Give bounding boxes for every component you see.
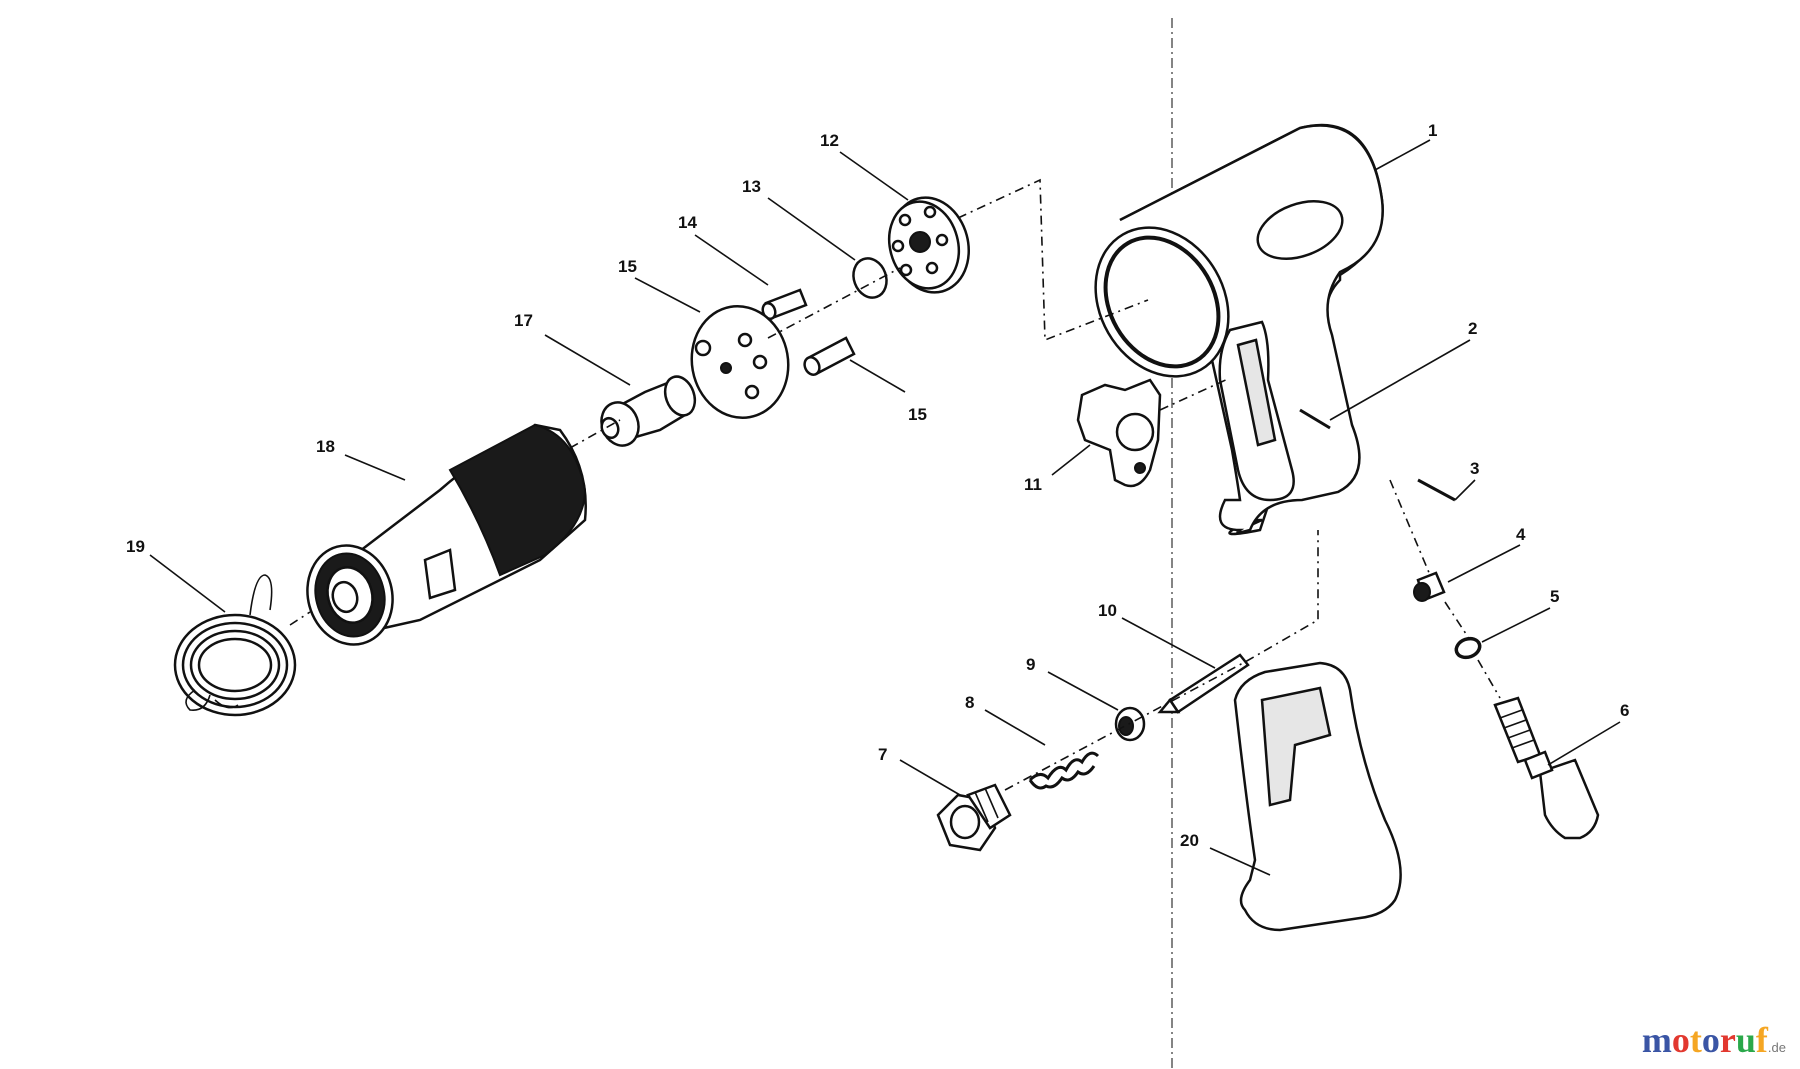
part-6-valve-stem (1493, 696, 1600, 840)
watermark-logo: motoruf.de (1642, 1019, 1786, 1061)
assembly-line-housing (957, 178, 1149, 342)
callout-18: 18 (316, 437, 335, 456)
leader-15a (634, 277, 701, 313)
callout-1: 1 (1428, 121, 1437, 140)
watermark-letter: u (1735, 1020, 1756, 1060)
leader-20 (1209, 847, 1271, 876)
assembly-line-retainer (289, 611, 311, 626)
watermark-letter: m (1641, 1020, 1672, 1060)
callout-15a: 15 (618, 257, 637, 276)
part-15-pin (803, 336, 856, 376)
leader-17 (544, 334, 631, 386)
part-13-o-ring (852, 257, 888, 299)
callout-15b: 15 (908, 405, 927, 424)
part-20-grip (1233, 661, 1402, 932)
callout-14: 14 (678, 213, 697, 232)
callout-8: 8 (965, 693, 974, 712)
part-2-pin (1299, 408, 1331, 430)
watermark-text: motoruf (1642, 1020, 1768, 1060)
leader-14 (694, 234, 769, 286)
assembly-line-knob (1159, 377, 1231, 411)
callout-10: 10 (1098, 601, 1117, 620)
watermark-suffix: .de (1767, 1040, 1786, 1055)
leader-11 (1051, 444, 1091, 476)
leader-9 (1047, 671, 1119, 711)
part-19-spring-retainer (173, 574, 297, 717)
callout-5: 5 (1550, 587, 1559, 606)
callout-12: 12 (820, 131, 839, 150)
part-14-pin (761, 288, 808, 321)
part-7-hex-plug (936, 783, 1012, 852)
callout-19: 19 (126, 537, 145, 556)
leader-3 (1454, 479, 1476, 501)
part-12-valve-plate (887, 196, 971, 294)
callout-17: 17 (514, 311, 533, 330)
leader-5 (1481, 607, 1551, 643)
part-17-piston (600, 375, 697, 447)
part-1-housing (1094, 123, 1384, 536)
callout-3: 3 (1470, 459, 1479, 478)
leader-2 (1329, 339, 1471, 421)
part-3-pin (1417, 478, 1456, 502)
callout-6: 6 (1620, 701, 1629, 720)
leader-19 (149, 554, 226, 613)
part-5-o-ring (1454, 636, 1482, 660)
callout-2: 2 (1468, 319, 1477, 338)
assembly-line-valve (1389, 479, 1501, 699)
leader-10 (1121, 617, 1216, 669)
callout-13: 13 (742, 177, 761, 196)
part-18-barrel (306, 423, 587, 646)
leader-13 (767, 197, 856, 261)
part-11-throttle-knob (1076, 378, 1162, 488)
watermark-letter: f (1755, 1020, 1768, 1060)
watermark-letter: o (1671, 1020, 1690, 1060)
assembly-line-barrel (569, 419, 621, 449)
leader-7 (899, 759, 961, 796)
part-4-bushing (1413, 571, 1446, 602)
callout-11: 11 (1024, 475, 1042, 494)
callout-4: 4 (1516, 525, 1526, 544)
leader-18 (344, 454, 406, 481)
leader-12 (839, 151, 909, 201)
leader-6 (1547, 721, 1621, 766)
watermark-letter: r (1719, 1020, 1736, 1060)
leader-1 (1374, 139, 1431, 171)
leader-8 (984, 709, 1046, 746)
part-8-spring (1028, 751, 1100, 790)
leader-15b (849, 359, 906, 393)
callout-9: 9 (1026, 655, 1035, 674)
part-15-disc (690, 304, 790, 420)
watermark-letter: o (1701, 1020, 1720, 1060)
callout-20: 20 (1180, 831, 1199, 850)
assembly-line-piston (767, 267, 901, 339)
assembly-line-trigger (1004, 530, 1319, 791)
leader-4 (1447, 544, 1521, 583)
part-10-trigger-pin (1157, 653, 1250, 714)
callout-7: 7 (878, 745, 887, 764)
watermark-letter: t (1689, 1020, 1702, 1060)
